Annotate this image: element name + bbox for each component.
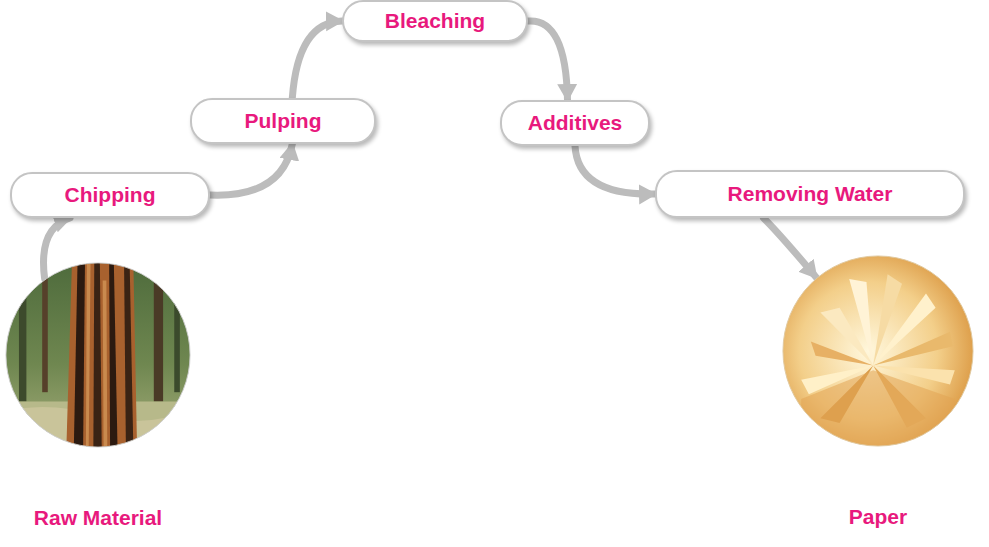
- step-label: Chipping: [65, 183, 156, 206]
- process-box: Pulping: [190, 98, 376, 144]
- process-box: Bleaching: [342, 0, 528, 42]
- process-box: Chipping: [10, 172, 210, 218]
- step-label: Pulping: [245, 109, 322, 132]
- step-label: Removing Water: [728, 182, 893, 205]
- paper-illustration: [782, 255, 974, 447]
- process-box: Additives: [500, 100, 650, 146]
- step-label: Additives: [528, 111, 623, 134]
- flow-arrow: [575, 146, 655, 194]
- flow-arrow: [764, 218, 817, 277]
- flow-arrow: [528, 21, 568, 100]
- tree-illustration: [5, 262, 191, 448]
- flow-arrow: [210, 144, 292, 195]
- step-label: Bleaching: [385, 9, 485, 32]
- image-circle: Paper: [782, 255, 974, 447]
- flow-arrow: [292, 21, 342, 98]
- node-caption: Paper: [742, 505, 989, 528]
- image-circle: Raw Material: [5, 262, 191, 448]
- process-box: Removing Water: [655, 170, 965, 218]
- node-caption: Raw Material: [0, 506, 231, 529]
